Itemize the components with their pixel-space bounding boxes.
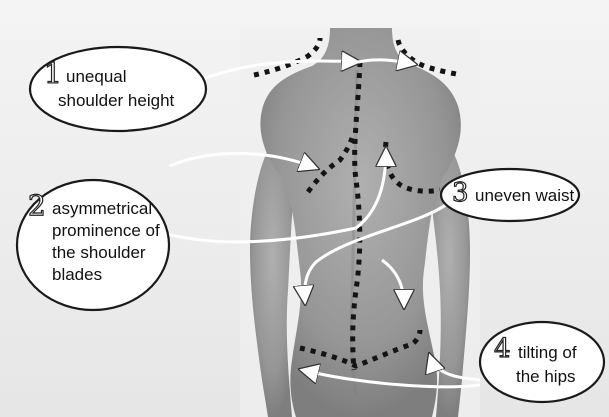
callout-2-number: 2 (28, 192, 46, 220)
callout-4-line-2: the hips (516, 366, 576, 387)
callout-1-line-1: unequal (66, 66, 127, 87)
callout-2-line-2: prominence of (52, 220, 160, 241)
callout-3-line-1: uneven waist (475, 185, 574, 206)
callout-2-line-3: the shoulder (52, 242, 146, 263)
callout-4-number: 4 (494, 336, 511, 362)
callout-4-line-1: tilting of (518, 342, 577, 363)
callout-3-number: 3 (452, 180, 469, 206)
callout-2-line-4: blades (52, 264, 102, 285)
callout-1-number: 1 (44, 60, 62, 88)
callout-1-line-2: shoulder height (58, 90, 174, 111)
callout-2-line-1: asymmetrical (52, 198, 152, 219)
